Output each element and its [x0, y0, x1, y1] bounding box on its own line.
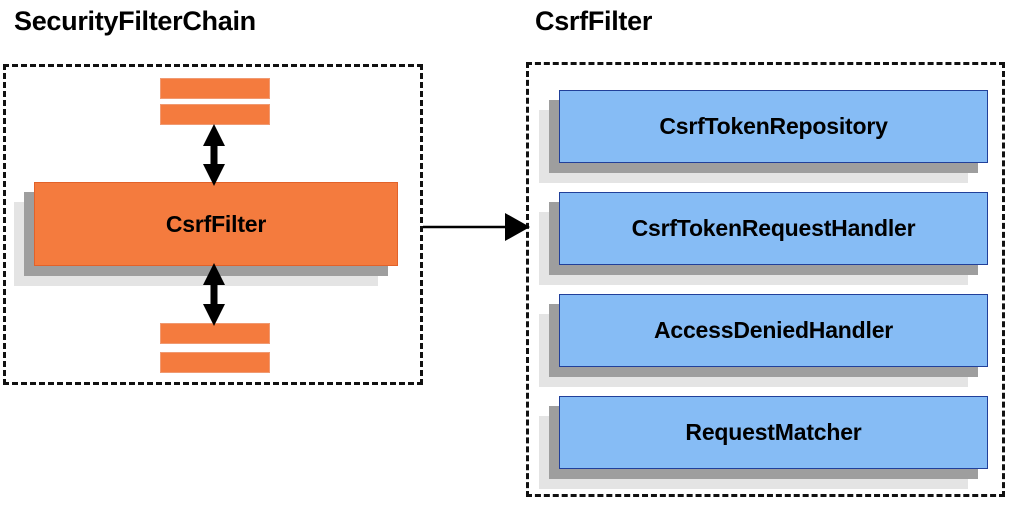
panel-title-csrf-filter: CsrfFilter	[535, 6, 653, 36]
filter-bar-above-1	[160, 78, 270, 99]
csrf-filter-collaborators-group	[526, 62, 1005, 497]
collaborator-card-face: CsrfTokenRepository	[559, 90, 988, 163]
csrf-filter-card-label: CsrfFilter	[165, 210, 267, 237]
collaborator-card-face: CsrfTokenRequestHandler	[559, 192, 988, 265]
collaborator-card-csrf-token-repository: CsrfTokenRepository	[539, 90, 988, 183]
collaborator-card-label: CsrfTokenRequestHandler	[631, 215, 916, 241]
collaborator-card-csrf-token-request-handler: CsrfTokenRequestHandler	[539, 192, 988, 285]
panel-link-arrow-icon	[423, 213, 530, 241]
filter-bar-above-2	[160, 104, 270, 125]
collaborator-card-request-matcher: RequestMatcher	[539, 396, 988, 489]
collaborator-card-label: CsrfTokenRepository	[659, 113, 888, 139]
filter-bar-below-2	[160, 352, 270, 373]
collaborator-card-face: RequestMatcher	[559, 396, 988, 469]
collaborator-card-face: AccessDeniedHandler	[559, 294, 988, 367]
csrf-filter-card-face: CsrfFilter	[34, 182, 398, 266]
panel-title-security-filter-chain: SecurityFilterChain	[14, 6, 256, 36]
filter-bar-below-1	[160, 323, 270, 344]
collaborator-card-label: RequestMatcher	[685, 419, 862, 445]
collaborator-card-label: AccessDeniedHandler	[653, 317, 894, 343]
csrf-filter-card: CsrfFilter	[14, 182, 398, 286]
collaborator-card-access-denied-handler: AccessDeniedHandler	[539, 294, 988, 387]
security-filter-chain-group	[3, 64, 423, 385]
